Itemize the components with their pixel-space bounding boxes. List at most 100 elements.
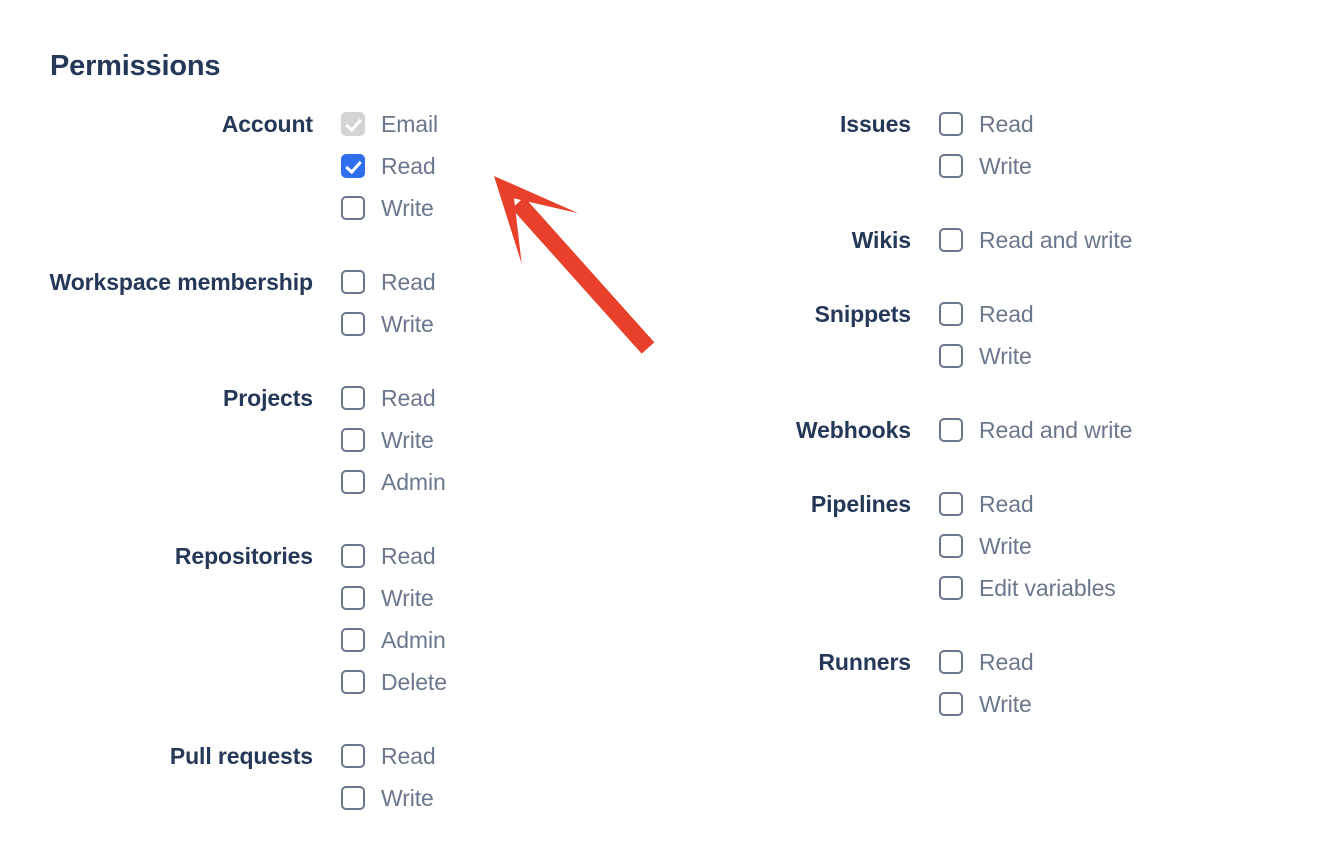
checkbox-repositories-write[interactable] — [341, 586, 365, 610]
checkbox-pipelines-edit-variables[interactable] — [939, 576, 963, 600]
option-row-pipelines-read[interactable]: Read — [939, 483, 1310, 525]
checkbox-label-projects-admin: Admin — [381, 469, 446, 495]
option-row-snippets-read[interactable]: Read — [939, 293, 1310, 335]
checkbox-label-projects-write: Write — [381, 427, 434, 453]
checkbox-snippets-write[interactable] — [939, 344, 963, 368]
checkbox-label-repositories-delete: Delete — [381, 669, 447, 695]
option-row-projects-admin[interactable]: Admin — [341, 461, 620, 503]
checkbox-label-snippets-read: Read — [979, 301, 1034, 327]
permission-group-label-snippets: Snippets — [814, 301, 911, 327]
option-row-webhooks-read-and-write[interactable]: Read and write — [939, 409, 1310, 451]
option-row-runners-read[interactable]: Read — [939, 641, 1310, 683]
permission-group-webhooks: Webhooks Read and write — [610, 409, 1310, 451]
checkbox-repositories-delete[interactable] — [341, 670, 365, 694]
checkbox-runners-write[interactable] — [939, 692, 963, 716]
checkbox-projects-write[interactable] — [341, 428, 365, 452]
checkbox-label-repositories-read: Read — [381, 543, 436, 569]
checkbox-label-pipelines-edit-variables: Edit variables — [979, 575, 1116, 601]
checkbox-label-webhooks-read-and-write: Read and write — [979, 417, 1133, 443]
option-row-projects-write[interactable]: Write — [341, 419, 620, 461]
option-row-issues-write[interactable]: Write — [939, 145, 1310, 187]
checkbox-pull-requests-read[interactable] — [341, 744, 365, 768]
option-row-snippets-write[interactable]: Write — [939, 335, 1310, 377]
option-row-pull-requests-read[interactable]: Read — [341, 735, 620, 777]
option-row-repositories-read[interactable]: Read — [341, 535, 620, 577]
option-row-account-email[interactable]: Email — [341, 103, 620, 145]
checkbox-label-issues-write: Write — [979, 153, 1032, 179]
checkbox-label-pipelines-write: Write — [979, 533, 1032, 559]
checkbox-webhooks-read-and-write[interactable] — [939, 418, 963, 442]
option-row-workspace-membership-read[interactable]: Read — [341, 261, 620, 303]
checkbox-runners-read[interactable] — [939, 650, 963, 674]
checkbox-account-read[interactable] — [341, 154, 365, 178]
checkbox-issues-write[interactable] — [939, 154, 963, 178]
permission-options-wikis: Read and write — [939, 219, 1310, 261]
permission-group-label-projects: Projects — [223, 385, 313, 411]
checkbox-wikis-read-and-write[interactable] — [939, 228, 963, 252]
option-row-runners-write[interactable]: Write — [939, 683, 1310, 725]
option-row-workspace-membership-write[interactable]: Write — [341, 303, 620, 345]
checkbox-label-repositories-write: Write — [381, 585, 434, 611]
checkbox-label-snippets-write: Write — [979, 343, 1032, 369]
permission-group-label-repositories: Repositories — [174, 543, 313, 569]
checkbox-label-account-read: Read — [381, 153, 436, 179]
checkbox-workspace-membership-read[interactable] — [341, 270, 365, 294]
checkbox-label-runners-write: Write — [979, 691, 1032, 717]
option-row-pipelines-edit-variables[interactable]: Edit variables — [939, 567, 1310, 609]
option-row-issues-read[interactable]: Read — [939, 103, 1310, 145]
checkbox-label-workspace-membership-read: Read — [381, 269, 436, 295]
checkbox-snippets-read[interactable] — [939, 302, 963, 326]
permission-group-label-pipelines: Pipelines — [810, 491, 911, 517]
checkbox-label-account-email: Email — [381, 111, 439, 137]
permission-group-label-wikis: Wikis — [851, 227, 911, 253]
option-row-account-write[interactable]: Write — [341, 187, 620, 229]
checkbox-label-repositories-admin: Admin — [381, 627, 446, 653]
checkbox-label-account-write: Write — [381, 195, 434, 221]
checkbox-account-email — [341, 112, 365, 136]
permission-group-label-webhooks: Webhooks — [795, 417, 911, 443]
option-row-account-read[interactable]: Read — [341, 145, 620, 187]
checkbox-pipelines-read[interactable] — [939, 492, 963, 516]
checkbox-label-issues-read: Read — [979, 111, 1034, 137]
checkbox-projects-read[interactable] — [341, 386, 365, 410]
checkbox-label-pull-requests-write: Write — [381, 785, 434, 811]
checkbox-account-write[interactable] — [341, 196, 365, 220]
checkbox-label-pipelines-read: Read — [979, 491, 1034, 517]
checkbox-pipelines-write[interactable] — [939, 534, 963, 558]
checkbox-repositories-read[interactable] — [341, 544, 365, 568]
option-row-repositories-delete[interactable]: Delete — [341, 661, 620, 703]
checkbox-repositories-admin[interactable] — [341, 628, 365, 652]
option-row-repositories-write[interactable]: Write — [341, 577, 620, 619]
option-row-repositories-admin[interactable]: Admin — [341, 619, 620, 661]
checkbox-pull-requests-write[interactable] — [341, 786, 365, 810]
permission-group-label-account: Account — [221, 111, 313, 137]
checkbox-label-workspace-membership-write: Write — [381, 311, 434, 337]
checkbox-label-pull-requests-read: Read — [381, 743, 436, 769]
permission-group-label-workspace-membership: Workspace membership — [49, 269, 314, 295]
option-row-projects-read[interactable]: Read — [341, 377, 620, 419]
checkbox-projects-admin[interactable] — [341, 470, 365, 494]
checkbox-workspace-membership-write[interactable] — [341, 312, 365, 336]
option-row-pull-requests-write[interactable]: Write — [341, 777, 620, 819]
checkbox-label-projects-read: Read — [381, 385, 436, 411]
checkbox-issues-read[interactable] — [939, 112, 963, 136]
option-row-wikis-read-and-write[interactable]: Read and write — [939, 219, 1310, 261]
option-row-pipelines-write[interactable]: Write — [939, 525, 1310, 567]
